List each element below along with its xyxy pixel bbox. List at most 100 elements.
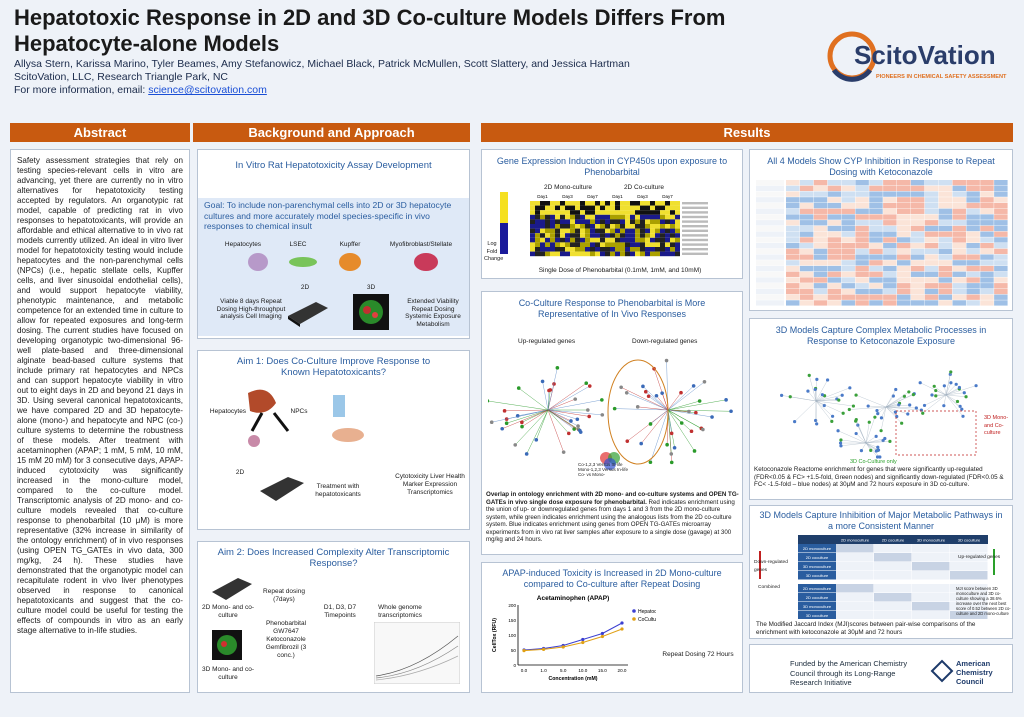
inhibition-cell (869, 202, 883, 209)
reactome-edge (865, 422, 870, 444)
inhibition-cell (841, 277, 855, 283)
contact-email-link[interactable]: science@scitovation.com (148, 84, 267, 96)
reactome-edge (945, 371, 951, 396)
network-edge (667, 392, 682, 411)
network-node (516, 386, 521, 390)
reactome-edge (945, 388, 960, 396)
inhibition-cell (869, 197, 883, 203)
heatmap-cell (540, 210, 545, 215)
inhibition-cell (966, 248, 980, 255)
inhibition-cell (938, 231, 953, 237)
inhibition-cell (938, 300, 953, 306)
heatmap-cell (615, 247, 620, 252)
inhibition-cell (869, 254, 883, 260)
inhibition-cell (813, 185, 828, 192)
network-edge (667, 409, 692, 432)
inhibition-cell (827, 220, 842, 226)
inhibition-cell (799, 260, 814, 266)
network-node (679, 421, 684, 425)
reactome-node (837, 398, 841, 402)
network-edge (642, 386, 669, 411)
affiliation: ScitoVation, LLC, Research Triangle Park… (14, 71, 228, 83)
inhibition-cell (897, 271, 911, 277)
inhibition-cell (924, 260, 939, 266)
background-header: Background and Approach (193, 123, 470, 142)
heatmap-cell (665, 242, 670, 247)
heatmap-cell (655, 224, 660, 229)
heatmap-cell (540, 237, 545, 243)
inhibition-cell (994, 254, 1008, 260)
inhibition-cell (952, 191, 966, 197)
inhibition-cell (799, 271, 814, 277)
inhibition-cell (799, 231, 814, 237)
network-edge (521, 409, 549, 423)
network-node (669, 452, 674, 456)
heatmap-cell (530, 205, 535, 211)
inhibition-cell (966, 197, 980, 203)
network-edge (526, 409, 549, 455)
heatmap-cell (675, 247, 680, 252)
inhibition-cell (924, 243, 939, 249)
heatmap-cell (610, 228, 615, 234)
inhibition-cell (869, 208, 883, 214)
gene-label-placeholder (682, 202, 708, 205)
heatmap-cell (675, 219, 680, 224)
mji-col-label: 3D coculture (958, 538, 981, 543)
heatmap-cell (630, 228, 635, 234)
aim1-title: Aim 1: Does Co-Culture Improve Response … (236, 356, 431, 378)
reactome-edge (885, 394, 914, 408)
inhibition-cell (897, 254, 911, 260)
aim1-plate-icon (260, 477, 304, 501)
inhibition-cell (966, 214, 980, 220)
heatmap-cell (665, 228, 670, 234)
title-line-1: Hepatotoxic Response in 2D and 3D Co-cul… (14, 5, 726, 30)
inhibition-cell (966, 191, 980, 197)
inhibition-cell (869, 231, 883, 237)
inhibition-cell (994, 191, 1008, 197)
inhibition-cell (980, 191, 994, 197)
inhibition-cell (799, 220, 814, 226)
network-edge (518, 387, 549, 411)
heatmap-cell (570, 210, 575, 215)
network-edge (614, 408, 669, 411)
heatmap-cell (620, 247, 625, 252)
inhibition-cell (952, 248, 966, 255)
gene-label-placeholder (682, 252, 708, 255)
inhibition-cell (799, 248, 814, 255)
heatmap-cell (580, 251, 585, 257)
inhibition-cell (910, 208, 925, 214)
inhibition-cell (924, 231, 939, 237)
inhibition-cell (883, 220, 897, 226)
heatmap-cell (575, 210, 580, 215)
label-2d: 2D (300, 284, 310, 291)
reactome-node (838, 441, 843, 445)
reactome-node (869, 448, 873, 452)
heatmap-cell (595, 219, 600, 224)
metabolic-title: 3D Models Capture Complex Metabolic Proc… (775, 325, 987, 346)
network-edge (547, 398, 576, 411)
heatmap-day-label: Day1 (612, 194, 623, 199)
heatmap-cell (585, 224, 590, 229)
gene-label-placeholder (682, 206, 708, 209)
inhibition-cell (966, 180, 980, 186)
heatmap-cell (620, 219, 625, 224)
network-edge (661, 393, 669, 411)
liver-icon (248, 389, 276, 413)
data-point (542, 647, 546, 651)
inhibition-cell (799, 185, 814, 192)
heatmap-cell (560, 233, 565, 238)
network-node (625, 439, 630, 443)
inhibition-cell (827, 254, 842, 260)
mji-cell (950, 553, 988, 562)
inhibition-cell (827, 271, 842, 277)
inhibition-cell (883, 180, 897, 186)
network-edge (547, 367, 558, 411)
x-tick-label: 5.0 (560, 668, 567, 673)
heatmap-cell (560, 201, 565, 206)
2d-features: Viable 8 days Repeat Dosing High-through… (216, 298, 286, 320)
heatmap-cell (550, 210, 555, 215)
reactome-node (876, 412, 880, 416)
inhibition-cell (980, 197, 994, 203)
heatmap-cell (595, 251, 600, 257)
cluster-outline (607, 359, 669, 465)
